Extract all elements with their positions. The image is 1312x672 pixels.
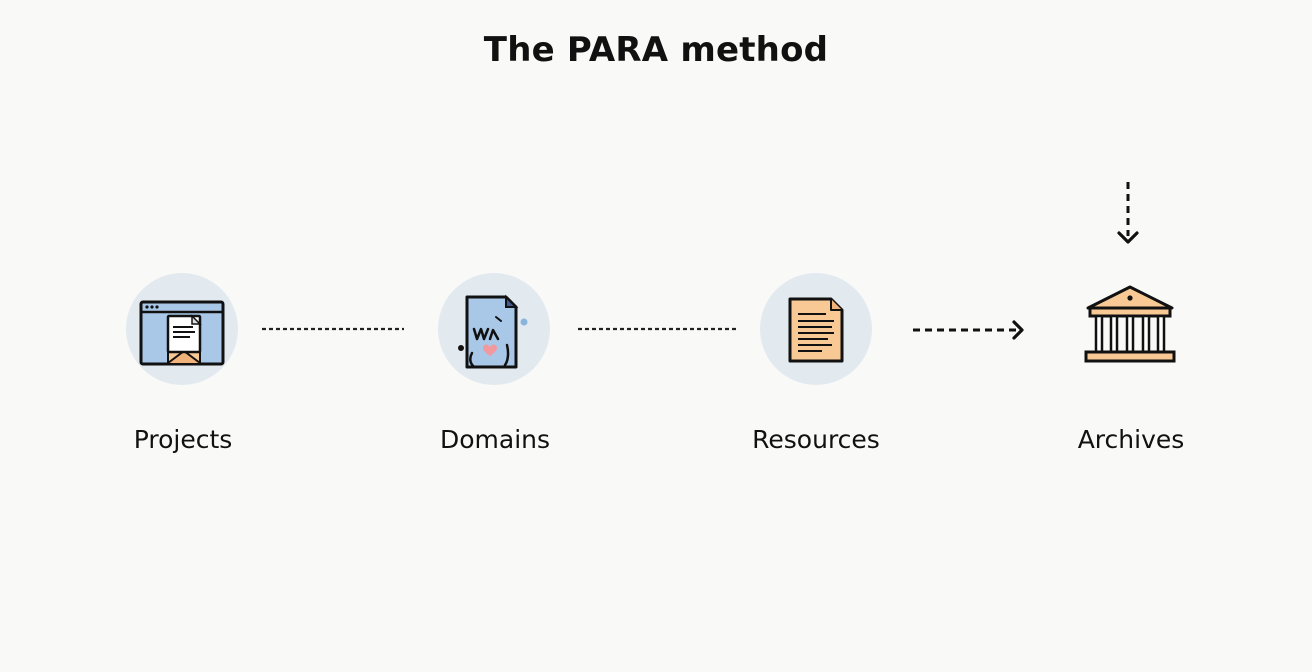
resources-label: Resources (752, 425, 880, 454)
browser-envelope-icon (139, 300, 225, 366)
dashed-arrow-resources-archives (913, 320, 1024, 340)
domains-label: Domains (439, 425, 551, 454)
handwritten-note-heart-icon (458, 294, 528, 369)
dotted-connector-domains-resources (578, 327, 738, 331)
document-icon (788, 297, 844, 363)
projects-label: Projects (133, 425, 233, 454)
dotted-connector-projects-domains (262, 327, 404, 331)
archive-building-icon (1084, 285, 1176, 363)
archives-label: Archives (1077, 425, 1185, 454)
dashed-arrow-into-archives (1117, 182, 1139, 244)
diagram-title: The PARA method (483, 30, 829, 70)
